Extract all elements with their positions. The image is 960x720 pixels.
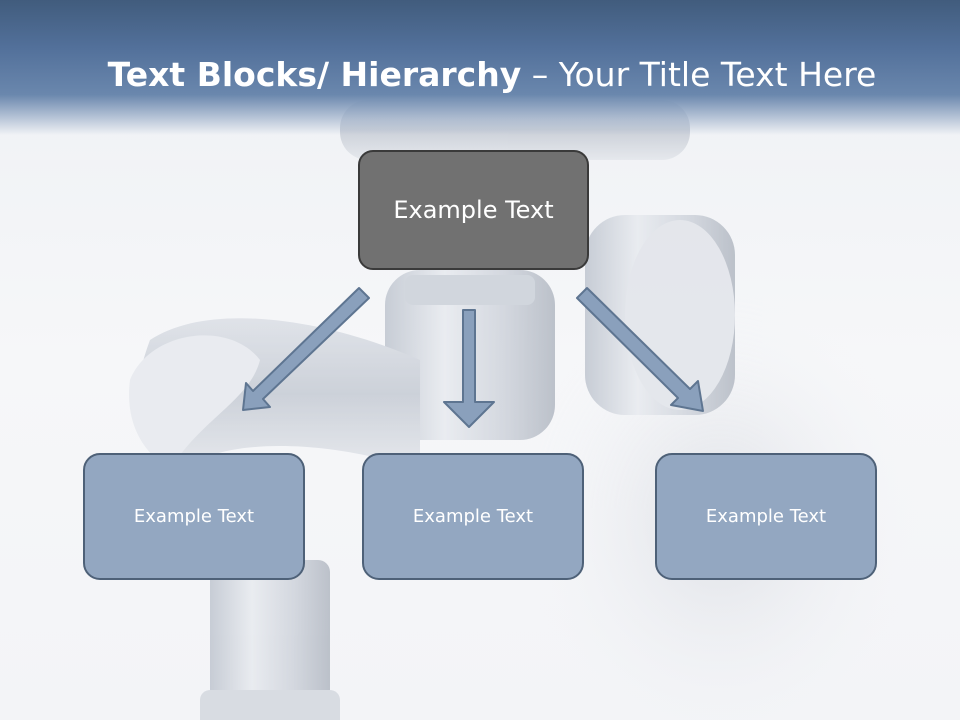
child-text-block-2: Example Text: [362, 453, 584, 580]
arrow-left: [242, 287, 370, 411]
child-text-block-3: Example Text: [655, 453, 877, 580]
arrow-center: [443, 309, 495, 428]
arrow-right: [576, 287, 704, 412]
title-rest: – Your Title Text Here: [521, 55, 877, 94]
title-bold: Text Blocks/ Hierarchy: [107, 55, 522, 94]
top-text-block: Example Text: [358, 150, 589, 270]
title-bar: [0, 0, 960, 135]
slide-title: Text Blocks/ Hierarchy – Your Title Text…: [0, 52, 960, 98]
child-text-block-1: Example Text: [83, 453, 305, 580]
